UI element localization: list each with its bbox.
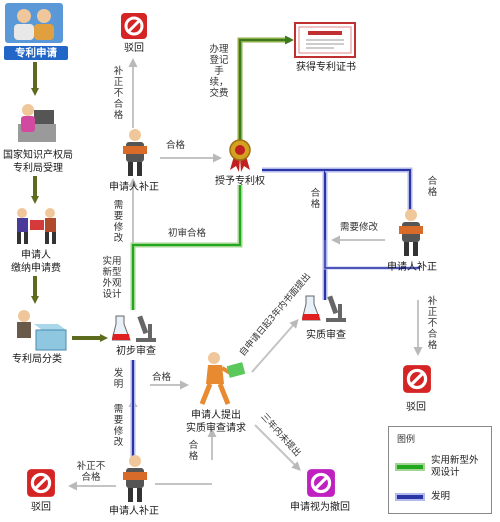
legend-title: 图例: [397, 435, 416, 445]
node-certificate: 获得专利证书: [296, 62, 356, 73]
node-correction-right: 申请人补正: [387, 262, 437, 273]
node-request-line2: 实质审查请求: [186, 423, 246, 434]
node-request-line1: 申请人提出: [191, 410, 241, 421]
label-pass-bottom: 合格: [188, 440, 199, 462]
label-register: 办理登记手续，交费: [209, 44, 229, 99]
label-utility-design: 实用新型外观设计: [102, 256, 122, 300]
label-pass-top: 合格: [166, 140, 186, 151]
node-grant: 授予专利权: [215, 176, 265, 187]
node-reject-top: 驳回: [124, 43, 144, 54]
legend-invention-label: 发明: [431, 491, 451, 502]
ban-icon: [403, 365, 431, 393]
label-not-corrected-bottom: 补正不合格: [76, 461, 106, 483]
node-apply: 专利申请: [4, 46, 68, 60]
utility-path: [130, 35, 294, 310]
label-invention: 发明: [113, 368, 124, 390]
label-needs-mod-bottom: 需要修改: [113, 404, 124, 448]
node-classify: 专利局分类: [12, 354, 62, 365]
node-substantive: 实质审查: [306, 330, 346, 341]
person-icon: [399, 209, 423, 256]
medal-icon: [229, 139, 251, 172]
people-icon: [5, 3, 63, 43]
box-icon: [17, 310, 67, 351]
node-correction-bottom: 申请人补正: [109, 506, 159, 517]
legend-invention-swatch: [397, 495, 423, 499]
person-icon: [123, 129, 147, 176]
label-pass-mid: 合格: [152, 372, 172, 383]
main-flow-arrows: [31, 62, 108, 342]
node-pay-line2: 缴纳申请费: [11, 263, 61, 274]
label-needs-mod-right: 需要修改: [340, 222, 379, 233]
legend-utility-label: 实用新型外观设计: [431, 455, 479, 478]
node-correction-top: 申请人补正: [109, 182, 159, 193]
node-accept-line1: 国家知识产权局: [3, 150, 73, 161]
node-accept-line2: 专利局受理: [13, 163, 63, 174]
porter-icon: [17, 208, 56, 244]
node-prelim: 初步审查: [116, 346, 156, 357]
certificate-icon: [294, 22, 356, 58]
node-reject-right: 驳回: [406, 402, 426, 413]
label-not-corrected-top: 补正不合格: [113, 66, 124, 121]
flask-microscope-icon: [302, 295, 346, 322]
office-worker-icon: [18, 104, 56, 142]
label-prelim-pass: 初审合格: [168, 228, 207, 239]
flask-microscope-icon: [112, 315, 156, 342]
node-pay-line1: 申请人: [21, 250, 51, 261]
ban-icon: [27, 469, 55, 497]
legend-utility-swatch: [397, 465, 423, 469]
node-withdrawn: 申请视为撤回: [290, 502, 350, 513]
label-needs-mod-left: 需要修改: [113, 200, 124, 244]
label-not-corrected-right: 补正不合格: [427, 296, 438, 351]
node-reject-bottom: 驳回: [31, 502, 51, 513]
label-substantive-pass: 合格: [310, 188, 321, 210]
invention-path: [130, 167, 420, 460]
legend: 图例 实用新型外观设计 发明: [388, 426, 492, 514]
person-icon: [123, 455, 147, 502]
ban-icon: [307, 469, 335, 497]
label-pass-right: 合格: [427, 176, 438, 198]
ban-icon: [121, 13, 147, 39]
running-man-icon: [199, 352, 246, 405]
